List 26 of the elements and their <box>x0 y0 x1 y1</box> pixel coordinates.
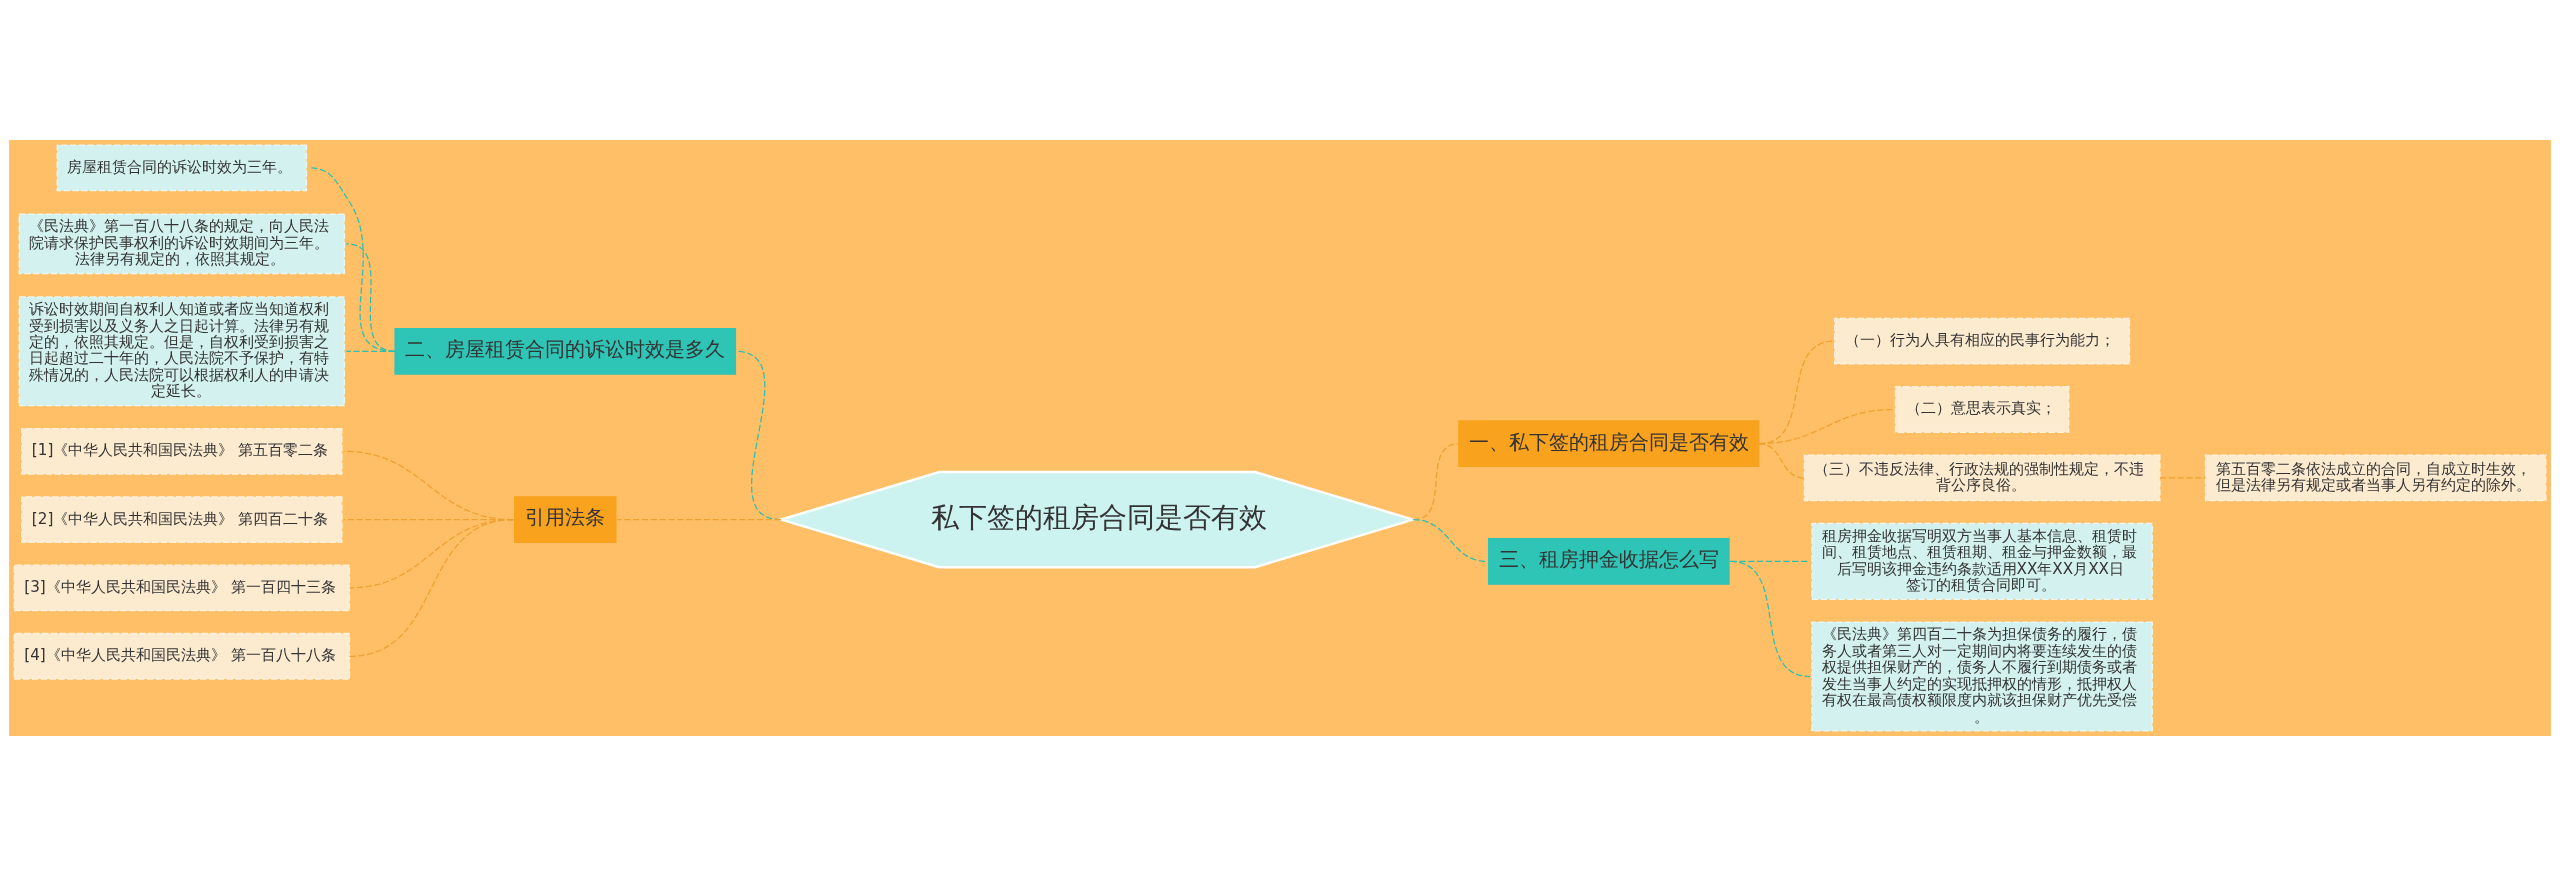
node-box: 《民法典》第一百八十八条的规定，向人民法院请求保护民事权利的诉讼时效期间为三年。法律另有规定的，依照其规定。 <box>18 213 346 275</box>
node-box: （三）不违反法律、行政法规的强制性规定，不违背公序良俗。 <box>1803 454 2161 502</box>
connector <box>2159 477 2207 479</box>
node-box: （二）意思表示真实； <box>1894 386 2070 433</box>
connector <box>345 243 396 352</box>
node-box: 租房押金收据写明双方当事人基本信息、租赁时间、租赁地点、租赁租期、租金与押金数额，最后写明该押金违约条款适用XX年XX月XX日签订的租赁合同即可。 <box>1811 522 2153 600</box>
node-box: [1]《中华人民共和国民法典》 第五百零二条 <box>21 427 343 475</box>
node-box: 三、租房押金收据怎么写 <box>1487 537 1730 585</box>
node-box: 第五百零二条依法成立的合同，自成立时生效，但是法律另有规定或者当事人另有约定的除外。 <box>2204 454 2547 502</box>
node-box: [3]《中华人民共和国民法典》 第一百四十三条 <box>13 564 351 612</box>
connector <box>1729 560 1811 678</box>
connector <box>307 167 396 352</box>
connector <box>348 519 514 657</box>
node-box: 诉讼时效期间自权利人知道或者应当知道权利受到损害以及义务人之日起计算。法律另有规定的，依照其规定。但是，自权利受到损害之日起超过二十年的，人民法院不予保护，有特殊情况的，人民法院可以根据权利人的申请决定延长。 <box>18 296 346 407</box>
connector <box>1412 519 1488 562</box>
node-box: 《民法典》第四百二十条为担保债务的履行，债务人或者第三人对一定期间内将要连续发生的债权提供担保财产的，债务人不履行到期债务或者发生当事人约定的实现抵押权的情形，抵押权人有权在最高债权额限度内就该担保财产优先受偿。 <box>1811 621 2153 732</box>
node-box: （一）行为人具有相应的民事行为能力； <box>1834 317 2131 365</box>
node-box: 引用法条 <box>514 496 617 544</box>
node-box: 一、私下签的租房合同是否有效 <box>1458 420 1760 468</box>
node-box: 二、房屋租赁合同的诉讼时效是多久 <box>394 327 737 375</box>
node-box: [2]《中华人民共和国民法典》 第四百二十条 <box>21 496 343 544</box>
node-box: [4]《中华人民共和国民法典》 第一百八十八条 <box>13 632 351 680</box>
connector <box>345 350 396 352</box>
node-box: 房屋租赁合同的诉讼时效为三年。 <box>56 144 308 192</box>
connector <box>1758 443 1805 479</box>
connector <box>616 519 782 521</box>
